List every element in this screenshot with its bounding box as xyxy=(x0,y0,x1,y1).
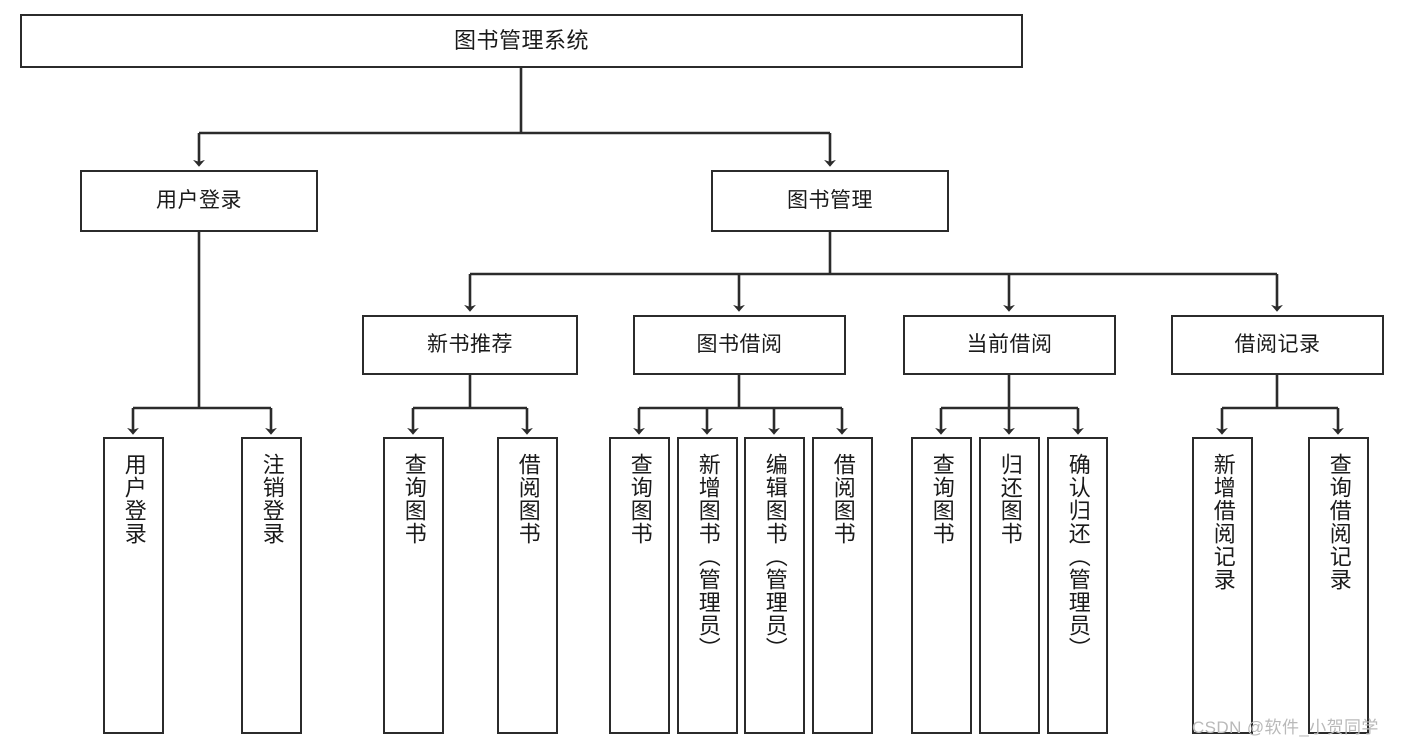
leaf-add-book-label: 新增图书（管理员） xyxy=(695,453,721,660)
leaf-user-login-label: 用户登录 xyxy=(121,453,147,545)
leaf-query-record-label: 查询借阅记录 xyxy=(1326,453,1352,591)
node-borrow-record-label: 借阅记录 xyxy=(1234,332,1321,356)
leaf-query-book-1[interactable]: 查询图书 xyxy=(383,437,444,734)
leaf-borrow-book-2[interactable]: 借阅图书 xyxy=(812,437,873,734)
leaf-confirm-return[interactable]: 确认归还（管理员） xyxy=(1047,437,1108,734)
csdn-watermark: CSDN @软件_小贺同学 xyxy=(1192,718,1379,737)
leaf-add-record[interactable]: 新增借阅记录 xyxy=(1192,437,1253,734)
leaf-add-record-label: 新增借阅记录 xyxy=(1210,453,1236,591)
leaf-return-book-label: 归还图书 xyxy=(997,453,1023,545)
leaf-query-book-2-label: 查询图书 xyxy=(627,453,653,545)
node-book-manage[interactable]: 图书管理 xyxy=(711,170,949,232)
leaf-edit-book[interactable]: 编辑图书（管理员） xyxy=(744,437,805,734)
leaf-query-book-1-label: 查询图书 xyxy=(401,453,427,545)
node-root[interactable]: 图书管理系统 xyxy=(20,14,1023,68)
node-book-borrow-label: 图书借阅 xyxy=(696,332,783,356)
node-new-book-recommend-label: 新书推荐 xyxy=(427,332,513,356)
node-book-manage-label: 图书管理 xyxy=(787,188,873,212)
node-user-login[interactable]: 用户登录 xyxy=(80,170,318,232)
node-user-login-label: 用户登录 xyxy=(156,188,242,212)
leaf-borrow-book-2-label: 借阅图书 xyxy=(830,453,856,545)
leaf-edit-book-label: 编辑图书（管理员） xyxy=(762,453,788,660)
leaf-query-book-2[interactable]: 查询图书 xyxy=(609,437,670,734)
leaf-user-login[interactable]: 用户登录 xyxy=(103,437,164,734)
leaf-user-logout[interactable]: 注销登录 xyxy=(241,437,302,734)
leaf-query-book-3-label: 查询图书 xyxy=(929,453,955,545)
node-new-book-recommend[interactable]: 新书推荐 xyxy=(362,315,578,375)
node-borrow-record[interactable]: 借阅记录 xyxy=(1171,315,1384,375)
leaf-user-logout-label: 注销登录 xyxy=(259,453,285,545)
leaf-add-book[interactable]: 新增图书（管理员） xyxy=(677,437,738,734)
node-root-label: 图书管理系统 xyxy=(453,28,589,54)
node-current-borrow-label: 当前借阅 xyxy=(966,332,1053,356)
leaf-query-record[interactable]: 查询借阅记录 xyxy=(1308,437,1369,734)
node-book-borrow[interactable]: 图书借阅 xyxy=(633,315,846,375)
leaf-query-book-3[interactable]: 查询图书 xyxy=(911,437,972,734)
leaf-borrow-book-1-label: 借阅图书 xyxy=(515,453,541,545)
leaf-borrow-book-1[interactable]: 借阅图书 xyxy=(497,437,558,734)
node-current-borrow[interactable]: 当前借阅 xyxy=(903,315,1116,375)
leaf-return-book[interactable]: 归还图书 xyxy=(979,437,1040,734)
leaf-confirm-return-label: 确认归还（管理员） xyxy=(1065,453,1091,660)
